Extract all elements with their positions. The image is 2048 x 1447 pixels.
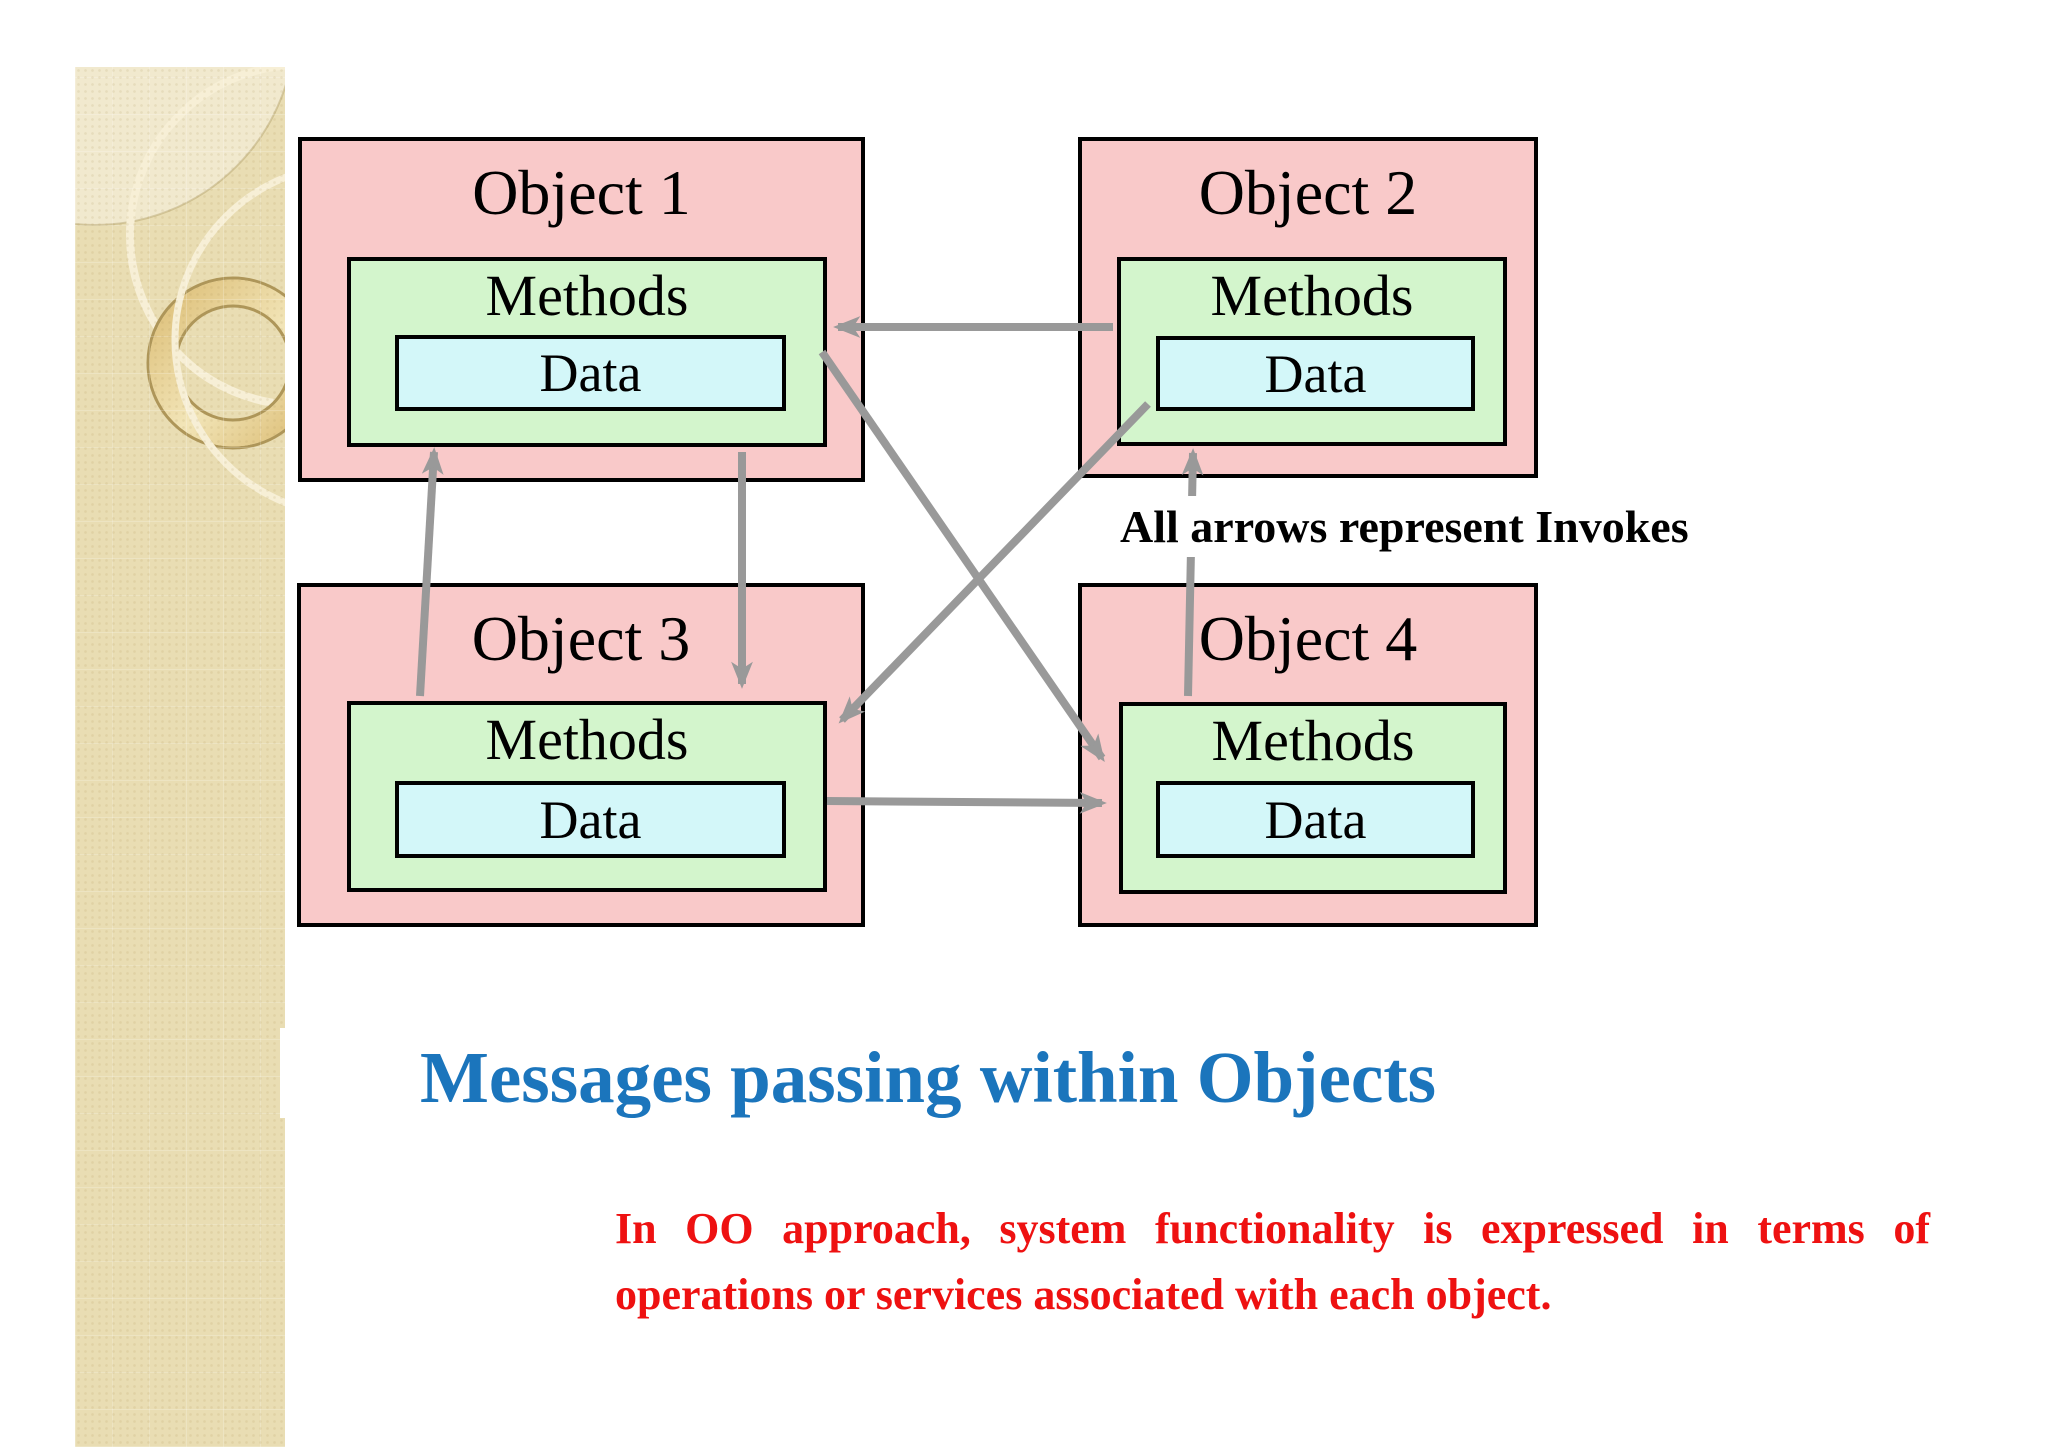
body-line-1: In OO approach, system functionality is …: [615, 1204, 1930, 1253]
object-4-title: Object 4: [1198, 603, 1418, 674]
object-1-data-box: Data: [395, 335, 786, 411]
object-4-methods-box: Methods Data: [1119, 702, 1507, 894]
arrows-caption: All arrows represent Invokes: [1108, 496, 1701, 557]
object-3-methods-label: Methods: [485, 707, 689, 772]
thin-ring-top: [126, 67, 285, 409]
object-1-methods-box: Methods Data: [347, 257, 827, 447]
gold-ring-outline-outer: [146, 276, 285, 450]
arrow-object1-to-object4: [818, 349, 1106, 763]
object-3-methods-box: Methods Data: [347, 701, 827, 892]
object-4-data-label: Data: [1264, 789, 1367, 850]
arrow-object3-to-object1: [416, 447, 444, 697]
body-line-2: operations or services associated with e…: [615, 1270, 1552, 1319]
sidebar-art: [75, 67, 285, 507]
arrow-object4-to-object2: [1181, 448, 1204, 697]
object-3-title: Object 3: [471, 603, 691, 674]
arrow-object2-to-object3: [838, 401, 1151, 724]
object-1-data-label: Data: [539, 343, 642, 403]
object-4-data-box: Data: [1156, 781, 1475, 858]
thin-ring-bottom: [171, 173, 285, 507]
object-1-title: Object 1: [472, 157, 691, 228]
body-paragraph: In OO approach, system functionality is …: [615, 1196, 1930, 1328]
object-2-data-box: Data: [1156, 336, 1475, 411]
object-3-data-label: Data: [539, 789, 642, 850]
pale-circle: [75, 67, 285, 226]
gold-ring: [149, 279, 285, 447]
sidebar-decoration: [75, 67, 285, 1447]
object-2-methods-label: Methods: [1210, 263, 1414, 328]
object-2-box: Object 2 Methods Data: [1078, 137, 1538, 478]
title-background-box: [280, 1028, 1570, 1118]
object-4-box: Object 4 Methods Data: [1078, 583, 1538, 927]
object-1-methods-label: Methods: [485, 263, 689, 328]
object-3-data-box: Data: [395, 781, 786, 858]
object-3-box: Object 3 Methods Data: [297, 583, 865, 927]
object-4-methods-label: Methods: [1211, 708, 1415, 773]
object-1-box: Object 1 Methods Data: [298, 137, 865, 482]
object-2-methods-box: Methods Data: [1117, 257, 1507, 446]
slide-title: Messages passing within Objects: [420, 1037, 1436, 1118]
object-2-data-label: Data: [1264, 343, 1367, 404]
arrow-object3-to-object4: [826, 791, 1107, 814]
object-2-title: Object 2: [1198, 157, 1418, 228]
